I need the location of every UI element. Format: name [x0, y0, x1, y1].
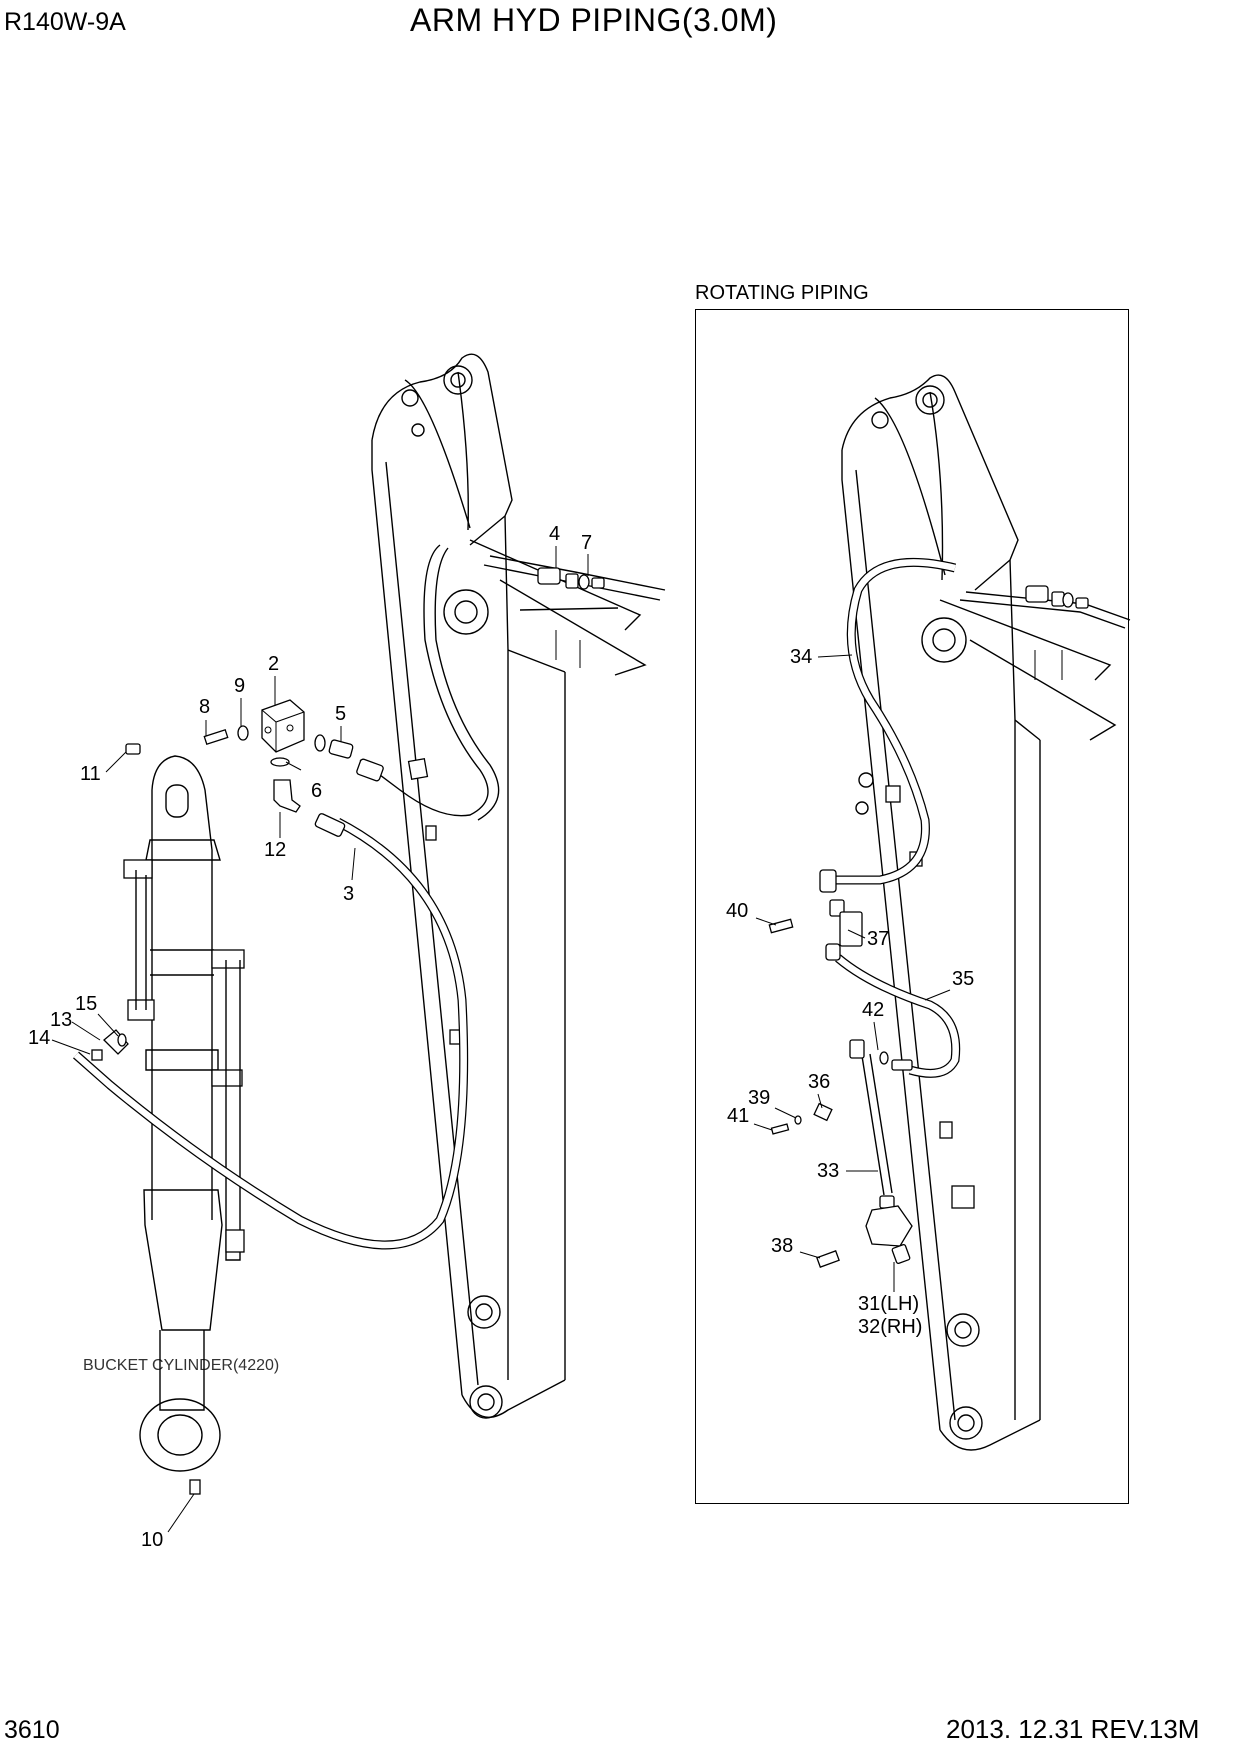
callout-7: 7 — [581, 532, 592, 554]
callout-33: 33 — [817, 1160, 839, 1182]
page-number: 3610 — [4, 1716, 60, 1744]
callout-35: 35 — [952, 968, 974, 990]
rotating-piping-inset-frame — [695, 309, 1129, 1504]
callout-36: 36 — [808, 1071, 830, 1093]
callout-9: 9 — [234, 675, 245, 697]
model-number: R140W-9A — [4, 8, 126, 36]
revision-date: 2013. 12.31 REV.13M — [946, 1714, 1200, 1744]
callout-32-rh: 32(RH) — [858, 1316, 922, 1338]
callout-15: 15 — [75, 993, 97, 1015]
callout-42: 42 — [862, 999, 884, 1021]
callout-3: 3 — [343, 883, 354, 905]
callout-38: 38 — [771, 1235, 793, 1257]
callout-14: 14 — [28, 1027, 50, 1049]
callout-11: 11 — [80, 763, 101, 785]
bucket-cylinder-label: BUCKET CYLINDER(4220) — [83, 1357, 280, 1374]
callout-8: 8 — [199, 696, 210, 718]
callout-2: 2 — [268, 653, 279, 675]
page-title: ARM HYD PIPING(3.0M) — [410, 2, 778, 38]
arm-assembly-main — [359, 353, 666, 1419]
inset-caption: ROTATING PIPING — [695, 282, 869, 304]
bucket-cylinder — [123, 755, 245, 1495]
callout-13: 13 — [50, 1009, 72, 1031]
callout-10: 10 — [141, 1529, 163, 1551]
callout-39: 39 — [748, 1087, 770, 1109]
callout-12: 12 — [264, 839, 286, 861]
callout-6: 6 — [311, 780, 322, 802]
block-fittings — [91, 699, 384, 1061]
inset-fittings — [768, 869, 913, 1268]
callout-41: 41 — [727, 1105, 749, 1127]
callout-40: 40 — [726, 900, 748, 922]
callout-37: 37 — [867, 928, 889, 950]
callout-34: 34 — [790, 646, 812, 668]
callout-5: 5 — [335, 703, 346, 725]
arm-assembly-inset — [841, 374, 1131, 1451]
callout-4: 4 — [549, 523, 560, 545]
callout-31-lh: 31(LH) — [858, 1293, 919, 1315]
